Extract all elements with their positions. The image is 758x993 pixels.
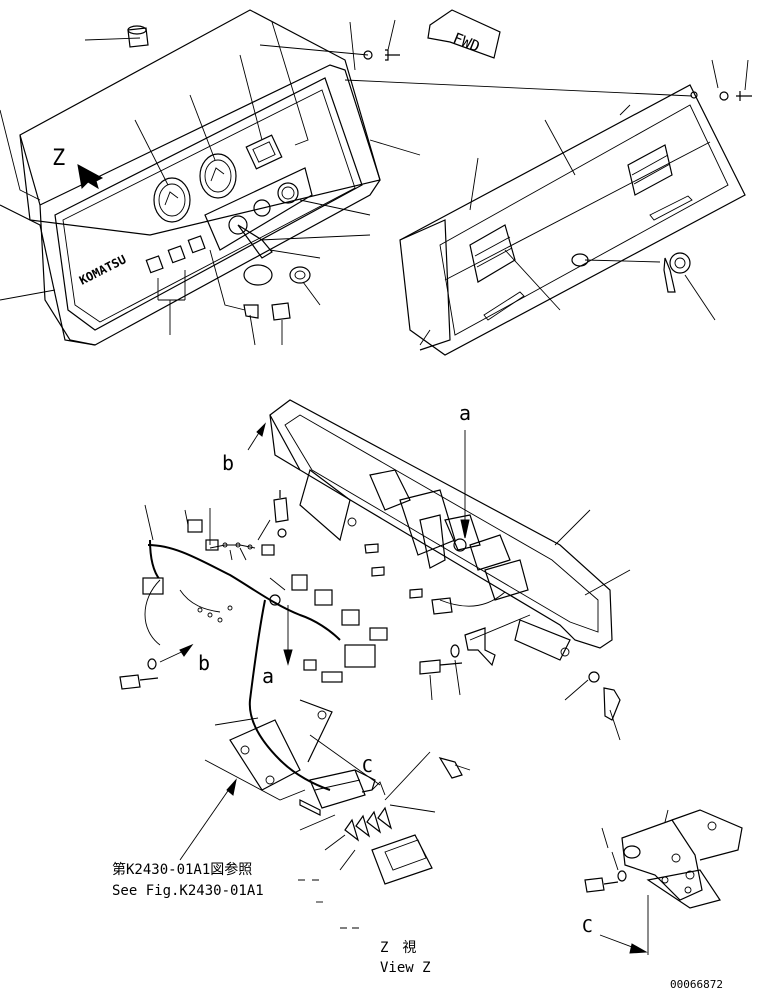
key-switch — [228, 215, 273, 259]
view-title-jp: Z 視 — [380, 940, 416, 956]
b-left-label: b — [198, 651, 210, 675]
b-right-label: b — [222, 451, 234, 475]
view-z-bracket: C — [582, 809, 743, 955]
side-cover-assembly — [399, 59, 752, 356]
c-right-label: C — [582, 916, 593, 937]
instrument-panel-assembly: KOMATSU — [0, 9, 693, 346]
a-top-label: a — [459, 401, 471, 425]
reference-en: See Fig.K2430-01A1 — [112, 883, 264, 899]
z-marker-label: Z — [52, 146, 65, 171]
wiring-harness-assembly: b a — [119, 490, 471, 929]
view-title-en: View Z — [380, 960, 431, 976]
c-mid-label: C — [362, 756, 373, 777]
document-number: 00066872 — [670, 978, 723, 991]
fwd-indicator: FWD — [427, 9, 501, 59]
reference-jp: 第K2430-01A1図参照 — [112, 861, 252, 878]
a-bottom-label: a — [262, 664, 274, 688]
panel-bracket-assembly: a b — [222, 399, 631, 741]
gauge-right — [199, 153, 237, 199]
indicator-lamp — [245, 134, 283, 170]
brand-label: KOMATSU — [77, 252, 128, 287]
gauge-left — [153, 177, 191, 223]
